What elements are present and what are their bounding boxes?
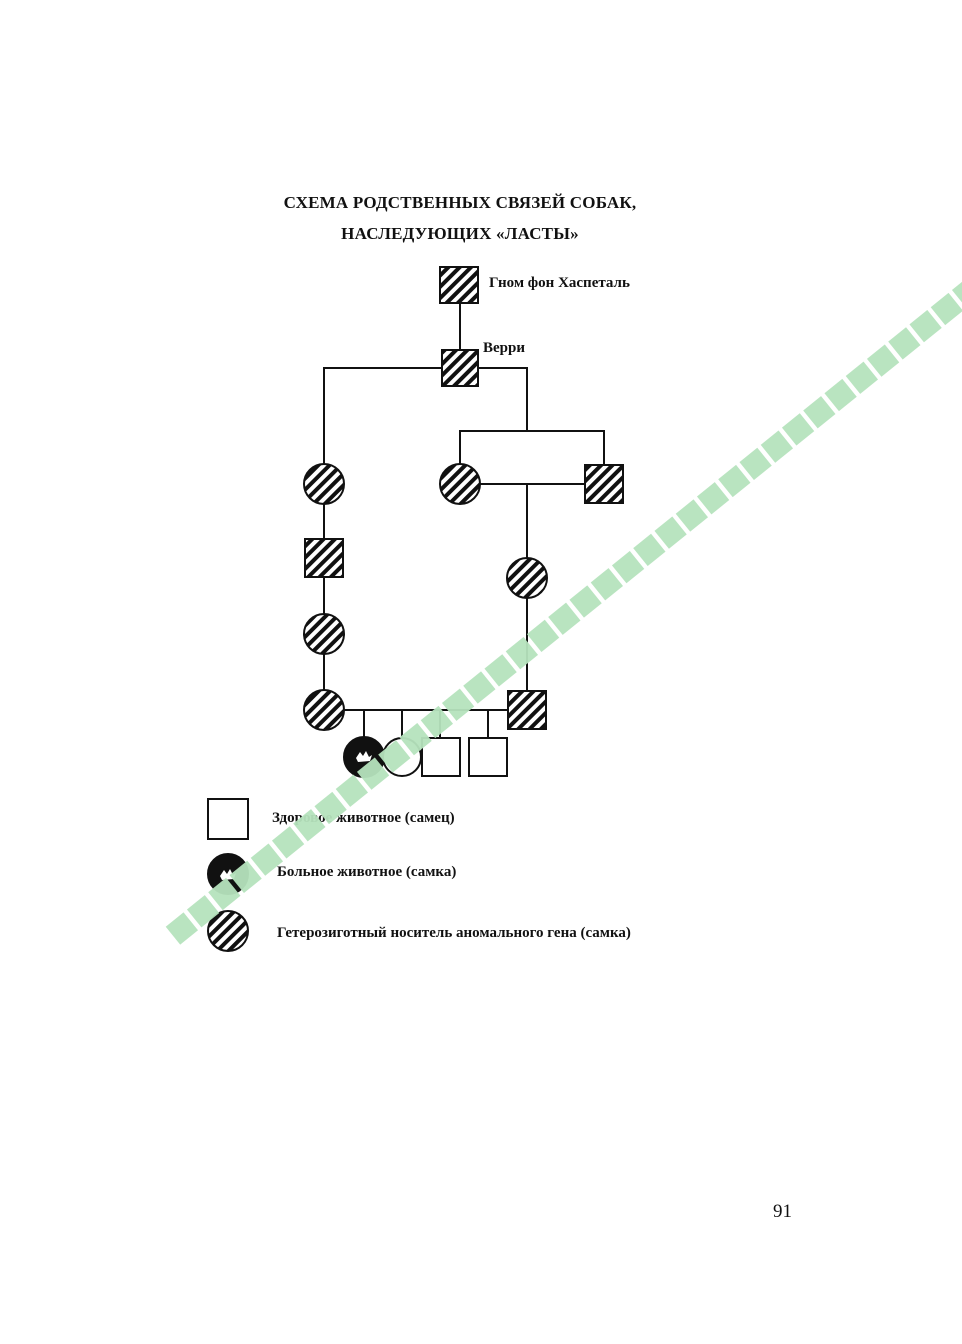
left-gen5-carrier-female-symbol bbox=[303, 689, 345, 731]
line-right-sibship bbox=[459, 430, 605, 464]
legend-carrier-female-label: Гетерозиготный носитель аномального гена… bbox=[277, 925, 631, 941]
left-gen2-carrier-female-symbol bbox=[303, 463, 345, 505]
right-gen2-carrier-male-symbol bbox=[584, 464, 624, 504]
founder-label: Гном фон Хаспеталь bbox=[489, 275, 630, 291]
diagram-title-line-1: СХЕМА РОДСТВЕННЫХ СВЯЗЕЙ СОБАК, bbox=[283, 193, 637, 212]
right-gen4-carrier-male-symbol bbox=[507, 690, 547, 730]
verri-label: Верри bbox=[483, 340, 525, 356]
founder-carrier-male-symbol bbox=[439, 266, 479, 304]
legend-healthy-male-symbol bbox=[207, 798, 249, 840]
line-verri-to-right-branch bbox=[478, 367, 528, 431]
left-gen3-carrier-male-symbol bbox=[304, 538, 344, 578]
legend-affected-female-symbol bbox=[207, 853, 249, 895]
legend-healthy-male-label: Здоровое животное (самец) bbox=[272, 810, 455, 826]
healthy-male-offspring-2-symbol bbox=[468, 737, 508, 777]
legend-carrier-female-symbol bbox=[207, 910, 249, 952]
line-verri-to-left-branch bbox=[323, 367, 442, 464]
left-gen4-carrier-female-symbol bbox=[303, 613, 345, 655]
right-gen2-carrier-female-symbol bbox=[439, 463, 481, 505]
affected-female-offspring-symbol bbox=[343, 736, 385, 778]
right-gen3-carrier-female-symbol bbox=[506, 557, 548, 599]
pedigree-lines bbox=[323, 302, 605, 738]
healthy-male-offspring-1-symbol bbox=[421, 737, 461, 777]
healthy-female-offspring-symbol bbox=[382, 737, 422, 777]
diagram-title-line-2: НАСЛЕДУЮЩИХ «ЛАСТЫ» bbox=[341, 224, 579, 243]
verri-carrier-male-symbol bbox=[441, 349, 479, 387]
legend-affected-female-label: Больное животное (самка) bbox=[277, 864, 457, 880]
page-number: 91 bbox=[773, 1201, 792, 1222]
